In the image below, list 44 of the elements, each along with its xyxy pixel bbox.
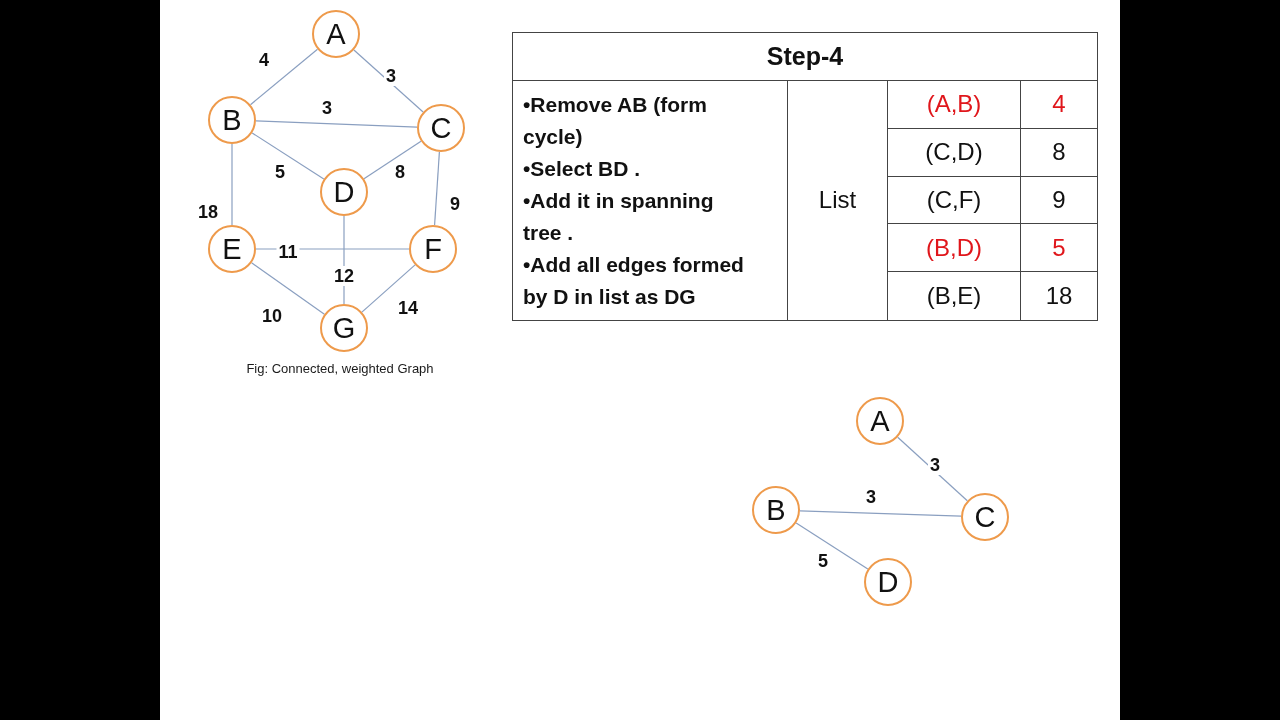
vertex-circle: C [961, 493, 1009, 541]
graph-edge [434, 151, 440, 226]
edge-weight: 12 [332, 266, 356, 286]
graph-edge [897, 436, 968, 502]
graph-edge [251, 132, 325, 180]
graph-edge [353, 49, 424, 113]
edge-weight-value: 5 [1021, 224, 1097, 273]
edge-weight: 3 [384, 66, 398, 86]
vertex-circle: A [856, 397, 904, 445]
vertex-circle: B [208, 96, 256, 144]
vertex-circle: B [752, 486, 800, 534]
graph-edge [251, 262, 325, 315]
list-heading: List [788, 81, 888, 320]
vertex-circle: F [409, 225, 457, 273]
edge-weight-value: 18 [1044, 281, 1074, 312]
vertex-circle: D [864, 558, 912, 606]
edge-pair: (A,B) [888, 81, 1021, 129]
graph-edge [799, 510, 962, 517]
edge-weight-value: 4 [1021, 81, 1097, 129]
edge-weight-value: 8 [1021, 128, 1097, 177]
vertex-circle: D [320, 168, 368, 216]
bullet-point: •Remove AB (form cycle) [523, 92, 708, 150]
graph-edge [795, 522, 869, 570]
edge-pair: (B,E) [888, 272, 1021, 320]
vertex-circle: G [320, 304, 368, 352]
edge-pair: (B,D) [888, 224, 1021, 273]
figure-caption: Fig: Connected, weighted Graph [245, 361, 435, 376]
edge-weight: 3 [928, 455, 942, 475]
graph-edge [249, 48, 319, 106]
bullet-point: •Add all edges formed by D in list as DG [523, 252, 745, 310]
edge-weight-value: 9 [1021, 176, 1097, 225]
table-heading: Step-4 [513, 33, 1097, 81]
bullet-point: •Select BD . [523, 156, 642, 182]
vertex-circle: C [417, 104, 465, 152]
vertex-circle: E [208, 225, 256, 273]
bullet-point: •Add it in spanning tree . [523, 188, 715, 246]
graph-edge [363, 140, 422, 180]
graph-edge [231, 143, 233, 226]
vertex-circle: A [312, 10, 360, 58]
edge-pair: (C,F) [888, 176, 1021, 225]
graph-edge [255, 120, 418, 128]
edge-pair: (C,D) [888, 128, 1021, 177]
graph-edge [255, 248, 410, 250]
graph-edge [361, 264, 416, 313]
